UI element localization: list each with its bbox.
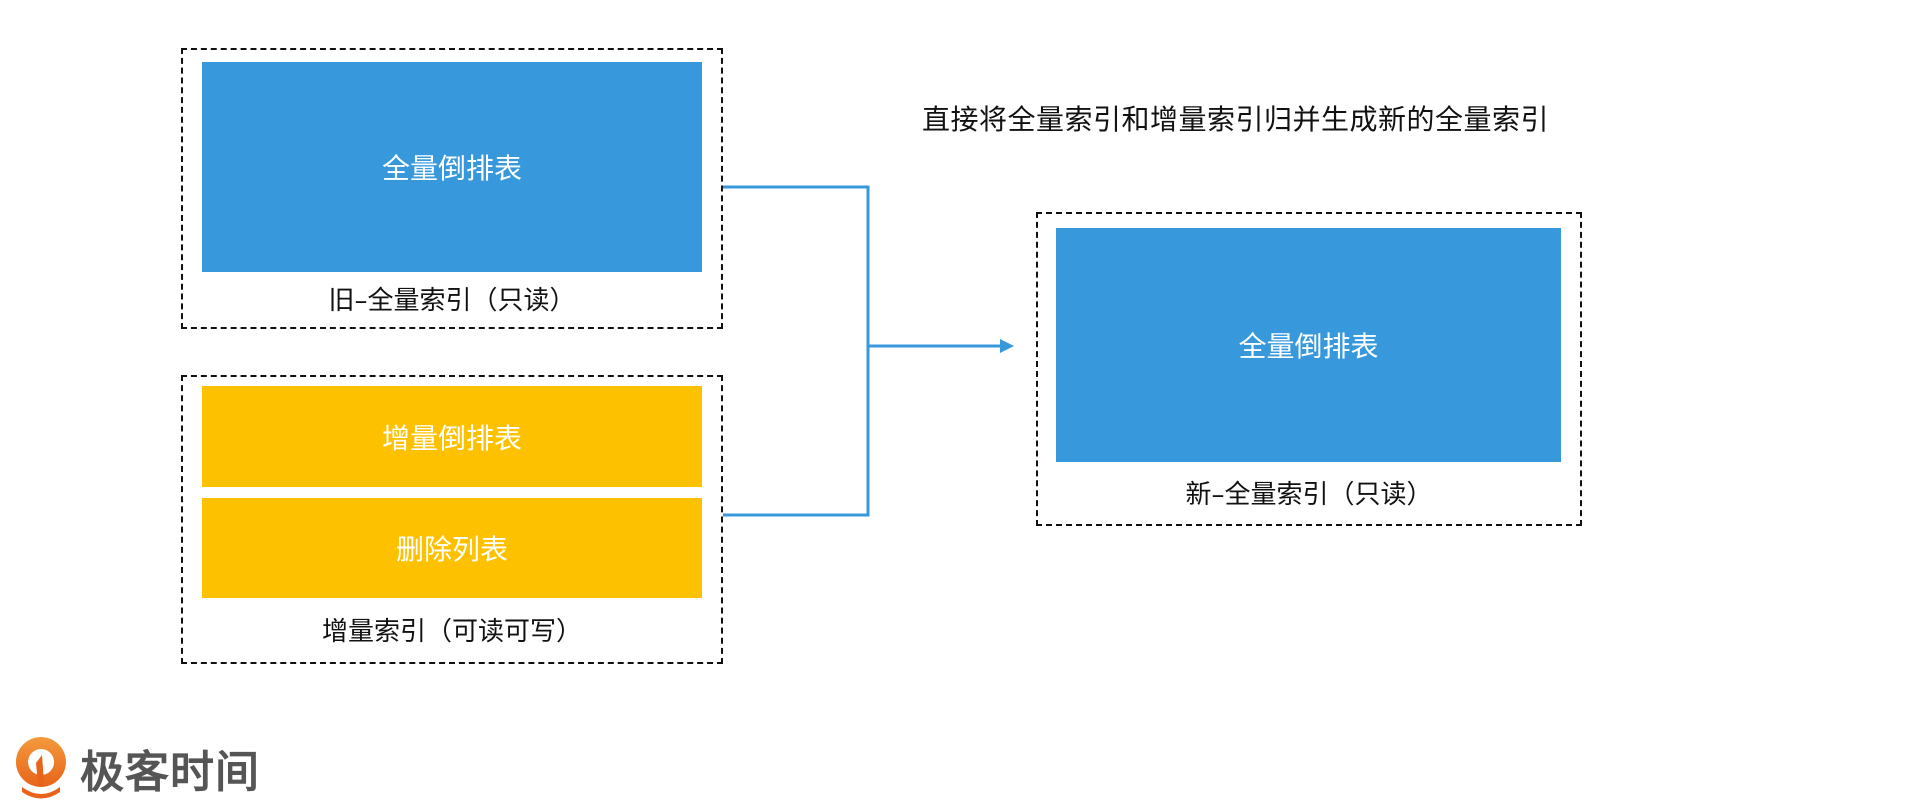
incremental-inverted-table-label: 增量倒排表 [381, 421, 522, 455]
connector-from-old-index [723, 185, 870, 517]
new-full-inverted-table-label: 全量倒排表 [1238, 330, 1379, 363]
incremental-inverted-table-block: 增量倒排表 [202, 386, 702, 487]
incremental-index-caption: 增量索引（可读可写） [321, 617, 582, 647]
old-full-inverted-table-label: 全量倒排表 [381, 152, 522, 185]
incremental-index-group [181, 375, 723, 664]
old-full-inverted-table-block: 全量倒排表 [202, 62, 702, 272]
delete-list-label: 删除列表 [395, 533, 508, 566]
arrow-head-icon [1000, 339, 1014, 353]
geektime-logo-icon [15, 737, 66, 799]
new-full-index-group [1036, 212, 1582, 526]
logo: 极客时间 [14, 735, 260, 801]
old-full-index-group [181, 48, 723, 329]
delete-list-block: 删除列表 [202, 498, 702, 598]
old-full-index-caption: 旧–全量索引（只读） [328, 286, 576, 316]
new-full-index-caption: 新–全量索引（只读） [1185, 480, 1433, 510]
logo-text: 极客时间 [80, 747, 260, 798]
new-full-inverted-table-block: 全量倒排表 [1056, 228, 1561, 462]
diagram-title: 直接将全量索引和增量索引归并生成新的全量索引 [922, 103, 1550, 136]
